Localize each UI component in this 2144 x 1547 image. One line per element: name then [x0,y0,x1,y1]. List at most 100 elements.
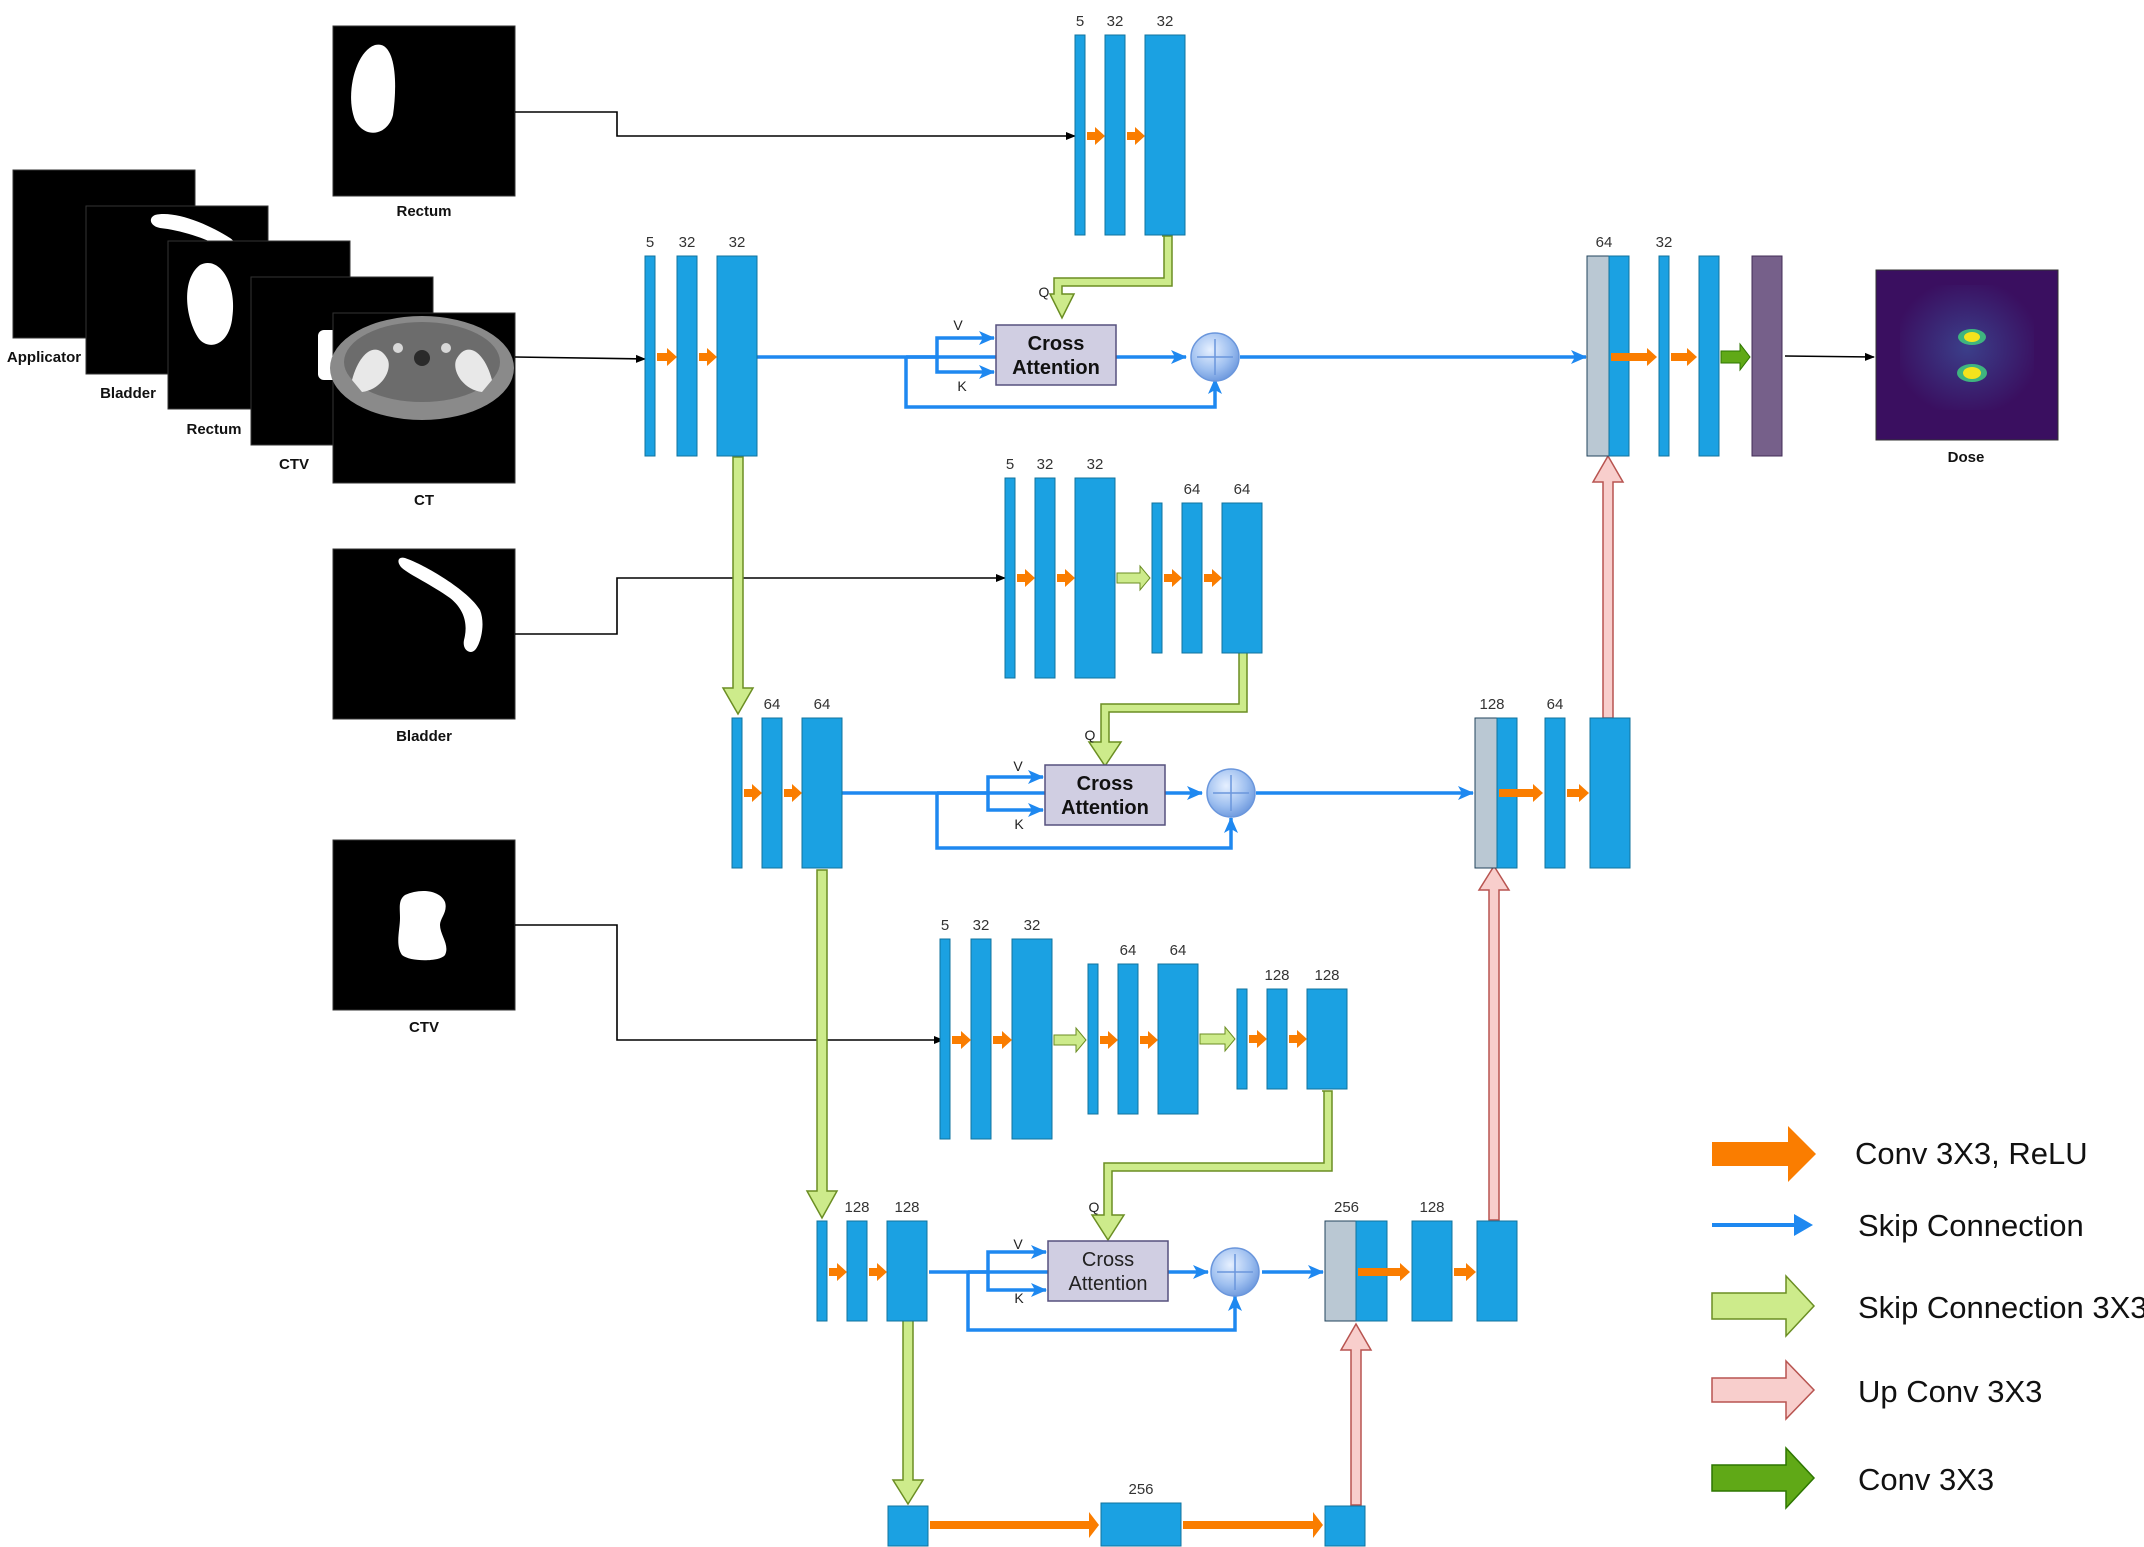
legend-conv3x3-arrow [1711,1446,1816,1510]
applicator-label: Applicator [7,349,81,366]
conv-relu-arrow-19 [1358,1263,1410,1281]
rectum-stack-label: Rectum [186,421,241,438]
conv-relu-arrow-22 [1567,784,1589,802]
block-main1-b2 [676,255,698,457]
conv-relu-arrow-1 [1087,127,1105,145]
cross-attention-label-2a: Cross [1077,773,1134,795]
block-main3-b3 [886,1220,928,1322]
conv-relu-arrow-14 [1140,1031,1158,1049]
sum-plus-3 [1217,1254,1253,1290]
block-dec2-b3 [1589,717,1631,869]
down-level2 [805,869,839,1220]
skip-level1-residual [904,357,1222,409]
block-main1-b3 [716,255,758,457]
block-blad-b2 [1034,477,1056,679]
channel-label-blad-b6: 64 [1234,481,1251,498]
sum-plus-1 [1197,339,1233,375]
input-stack [12,169,516,484]
block-ctv-b3 [1011,938,1053,1140]
block-main1-b1 [644,255,656,457]
dose-image [1875,269,2059,441]
conv-relu-arrow-23 [1611,348,1657,366]
concat-dec1-b1 [1586,255,1610,457]
skip-level3-v [968,1245,1047,1274]
conv-relu-arrow-13 [1100,1031,1118,1049]
block-bott-b2 [1100,1502,1182,1547]
stack-input-line [514,354,646,363]
conv-relu-arrow-10 [784,784,802,802]
block-ctv-b5 [1117,963,1139,1115]
bladder-input-line [515,574,1006,635]
conv-relu-arrow-11 [952,1031,971,1049]
channel-label-bott-b2: 256 [1128,1481,1153,1498]
channel-label-dec2-b2: 64 [1547,696,1564,713]
down-level3 [891,1319,925,1506]
conv-relu-arrow-12 [993,1031,1012,1049]
channel-label-blad-b5: 64 [1184,481,1201,498]
k-tag-1: K [957,378,967,394]
channel-label-main3-b3: 128 [894,1199,919,1216]
conv-relu-arrow-5 [1017,569,1035,587]
channel-label-ctv-b9: 128 [1314,967,1339,984]
block-ctv-b8 [1266,988,1288,1090]
channel-label-main1-b1: 5 [646,234,654,251]
bladder-stack-label: Bladder [100,385,156,402]
cross-attention-label-3a: Cross [1082,1249,1134,1271]
channel-label-blad-b1: 5 [1006,456,1014,473]
k-tag-2: K [1014,816,1024,832]
legend-conv3x3-label: Conv 3X3 [1858,1462,1994,1497]
ctv-stack-label: CTV [279,456,309,473]
conv-relu-arrow-16 [1289,1030,1307,1048]
block-blad-b5 [1181,502,1203,654]
channel-label-main3-b2: 128 [844,1199,869,1216]
channel-label-main1-b3: 32 [729,234,746,251]
block-main2-b2 [761,717,783,869]
bladder-image [332,548,516,720]
conv-relu-arrow-17 [829,1263,847,1281]
channel-label-rect-b3: 32 [1157,13,1174,30]
block-dec3-b2 [1411,1220,1453,1322]
legend-upconv-label: Up Conv 3X3 [1858,1374,2042,1409]
skip-level2-v [937,770,1044,795]
block-blad-b4 [1151,502,1163,654]
cross-attention-label-1a: Cross [1028,333,1085,355]
cross-attention-level2: Cross Attention [1044,764,1166,826]
block-main2-b1 [731,717,743,869]
upconv-level3 [1339,1322,1373,1506]
legend-conv-relu-arrow [1712,1126,1816,1182]
block-dec1-b2 [1658,255,1670,457]
upconv-arrows [1339,454,1625,1506]
bladder-label: Bladder [396,728,452,745]
conv-arrows [657,127,1751,1538]
skip-level1-v [906,331,995,359]
cross-attention-label-3b: Attention [1069,1273,1148,1295]
skip-level1-k [935,357,995,379]
q-tag-3: Q [1089,1199,1100,1215]
block-dec1-b4 [1751,255,1783,457]
transition-arrow-ctv-2 [1199,1025,1236,1053]
ct-image [330,312,516,484]
block-rect-b2 [1104,34,1126,236]
bottleneck-arrow-2 [1183,1512,1323,1538]
transition-arrow-bladder [1116,564,1151,592]
channel-label-ctv-b2: 32 [973,917,990,934]
sum-plus-2 [1213,775,1249,811]
rectum-input-line [515,111,1076,140]
cross-attention-level3: Cross Attention [1047,1240,1169,1302]
block-ctv-b4 [1087,963,1099,1115]
conv-relu-arrow-21 [1499,784,1543,802]
block-ctv-b9 [1306,988,1348,1090]
ctv-input-line [515,924,944,1044]
skip-connections [757,331,1587,1332]
k-tag-3: K [1014,1290,1024,1306]
block-rect-b3 [1144,34,1186,236]
q-tag-1: Q [1039,284,1050,300]
channel-label-blad-b2: 32 [1037,456,1054,473]
channel-label-main1-b2: 32 [679,234,696,251]
legend-skip3x3-label: Skip Connection 3X3 [1858,1290,2144,1325]
upconv-level2 [1477,864,1511,1221]
legend: Conv 3X3, ReLU Skip Connection Skip Conn… [1711,1126,2144,1510]
skip-level3-residual [966,1272,1242,1332]
channel-label-dec2-b1: 128 [1479,696,1504,713]
